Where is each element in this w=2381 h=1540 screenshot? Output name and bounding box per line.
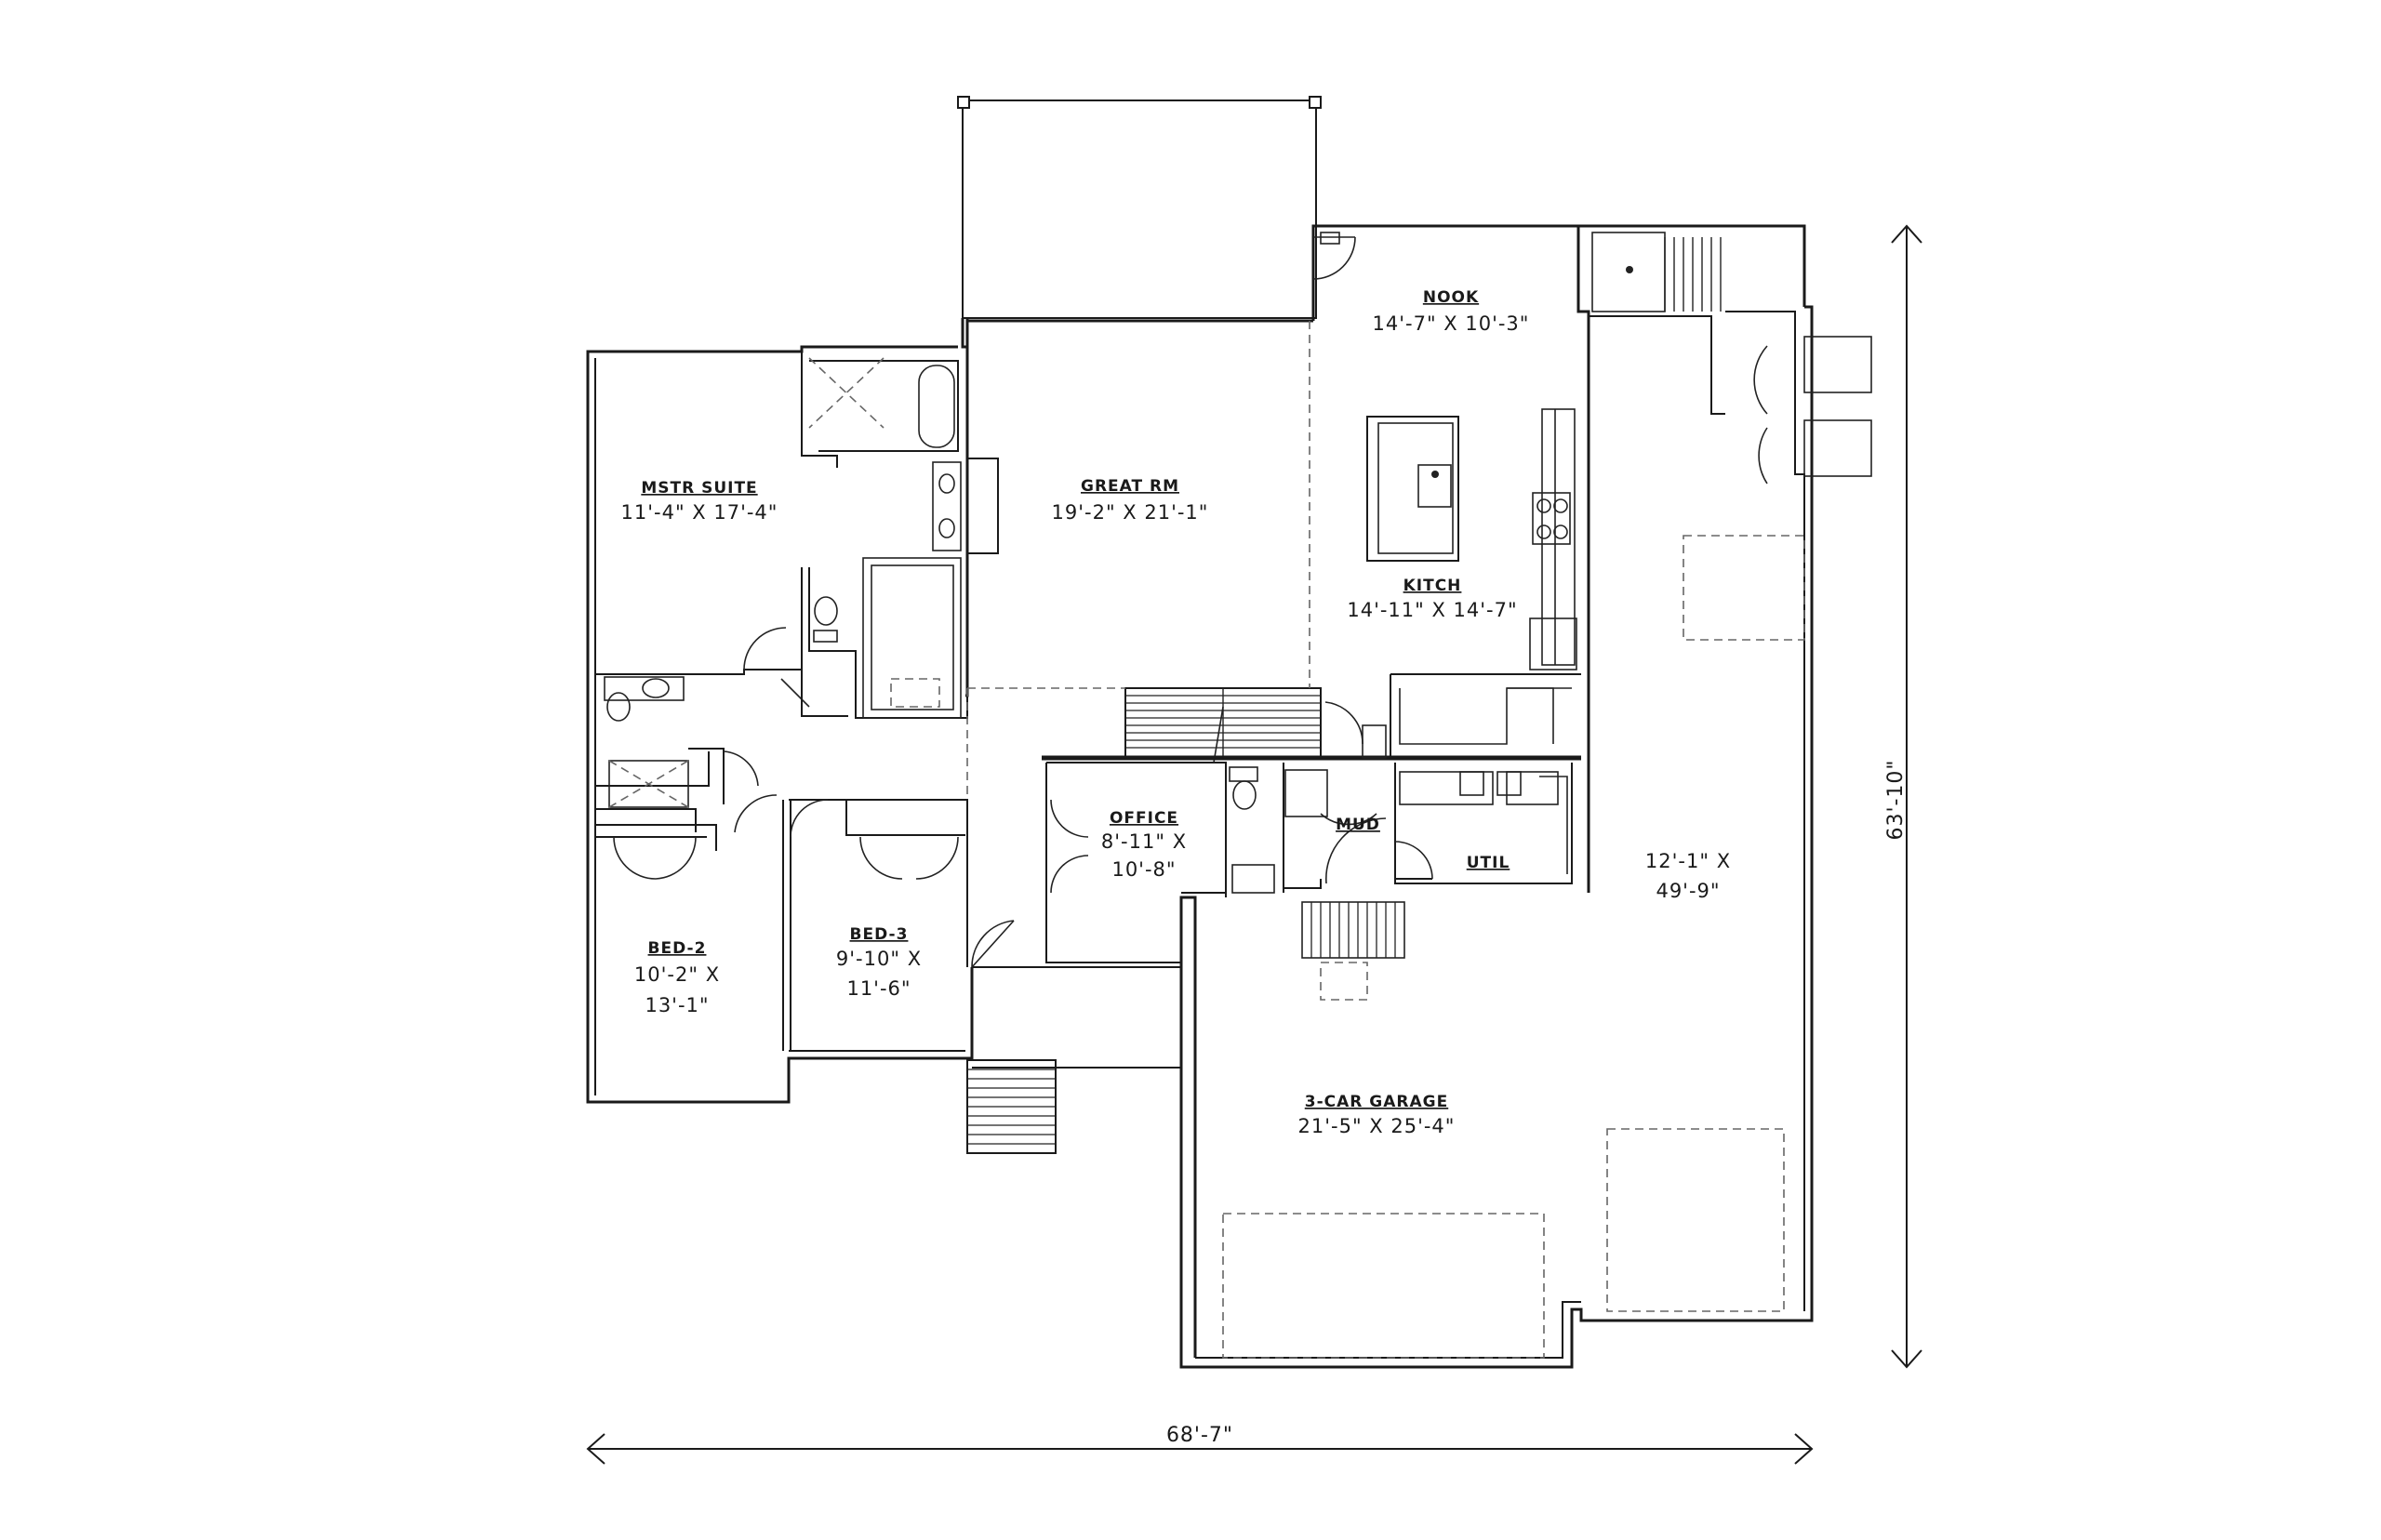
bed-2-dims-2: 13'-1" [645,994,709,1016]
exterior-walls [586,224,1580,1104]
covered-patio [957,96,1322,319]
garage-walls [1179,224,1872,1369]
util-label: UTIL [1467,854,1510,872]
bed-3-dims-2: 11'-6" [846,977,911,1000]
rv-bay-dims-2: 49'-9" [1656,880,1720,902]
front-steps [966,1059,1057,1154]
kitchen-fixtures [966,232,1577,800]
kitch-label: KITCH [1403,577,1462,595]
width-dimension: 68'-7" [586,1424,1814,1465]
rv-bay-dims-1: 12'-1" X [1645,850,1731,872]
nook-dims: 14'-7" X 10'-3" [1373,312,1530,335]
garage-dims: 21'-5" X 25'-4" [1298,1115,1456,1137]
office-dims-1: 8'-11" X [1101,830,1187,853]
bed-2-label: BED-2 [648,939,707,958]
bed-3-label: BED-3 [850,925,909,944]
great-rm-dims: 19'-2" X 21'-1" [1052,501,1209,524]
garage-label: 3-CAR GARAGE [1305,1093,1448,1111]
overall-depth-label: 63'-10" [1884,759,1908,840]
kitch-dims: 14'-11" X 14'-7" [1347,599,1517,621]
interior-walls [594,352,1581,1051]
room-labels: NOOK 14'-7" X 10'-3" GREAT RM 19'-2" X 2… [621,288,1731,1137]
mstr-suite-label: MSTR SUITE [641,479,757,498]
great-rm-label: GREAT RM [1081,477,1179,496]
depth-dimension: 63'-10" [1884,224,1922,1369]
nook-label: NOOK [1423,288,1479,307]
office-label: OFFICE [1110,809,1178,828]
mud-label: MUD [1336,816,1380,834]
office-dims-2: 10'-8" [1111,858,1176,881]
bed-2-dims-1: 10'-2" X [634,963,720,986]
overall-width-label: 68'-7" [1166,1424,1233,1447]
bed-3-dims-1: 9'-10" X [836,948,922,970]
mstr-suite-dims: 11'-4" X 17'-4" [621,501,778,524]
